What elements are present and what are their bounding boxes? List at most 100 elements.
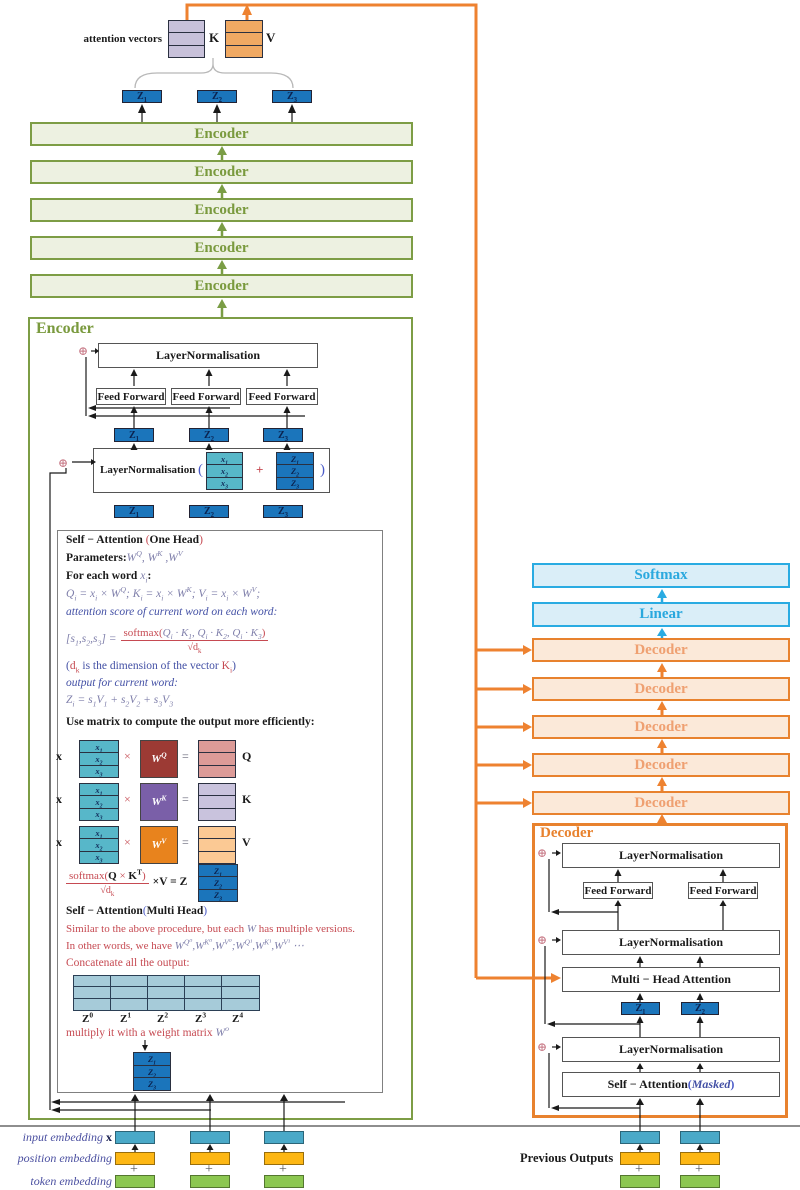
stack-row: x1 [95,741,103,755]
stack-row: x1 [95,827,103,841]
panel-line: In other words, we have WQ⁰,WK⁰,WV⁰;WQ¹,… [66,937,304,952]
x-matrix-stack: x1 x2 x3 [79,783,119,822]
decoder-stack-box-4: Decoder [532,753,790,777]
stack-row: Z2 [199,876,237,891]
k-vector-stack [168,20,205,58]
position-embedding-label: position embedding [17,1151,112,1165]
layernorm-label: LayerNormalisation [100,464,196,476]
table-cell [222,987,259,999]
position-embedding-box [680,1152,720,1165]
token-embedding-label: token embedding [30,1174,112,1188]
plus-sign: + [279,1162,287,1177]
residual-add-icon: ⊕ [58,456,69,470]
plus-sign: + [635,1162,643,1177]
stack-row [169,44,204,57]
token-embedding-box [264,1175,304,1188]
x-row-label: x [56,749,62,763]
wv-matrix: WV [140,826,178,864]
fraction: softmax(Q × KT) √dk [66,868,149,898]
z-result-stack: Z1 Z2 Z3 [198,864,238,903]
decoder-detail-title: Decoder [540,825,594,841]
z-box: Z3 [263,428,303,442]
z-box: Z1 [621,1002,660,1016]
z-box: Z1 [114,505,154,519]
table-cell [111,976,148,988]
stack-row: x2 [80,838,118,853]
table-cell [185,998,222,1010]
panel-line: Parameters:WQ, WK ,WV [66,549,183,564]
wk-matrix: WK [140,783,178,821]
formula-lhs: [s1,s2,s3] = [66,633,117,648]
denominator: √dk [187,641,202,655]
table-cell [148,987,185,999]
z-head-tag: Z1 [120,1010,132,1025]
stack-row [199,838,235,850]
times-sign: × [124,835,131,849]
fraction: softmax(Qi · K1, Qi · K2, Qi · K3) √dk [120,627,269,655]
table-cell [111,987,148,999]
stack-row [199,741,235,752]
concat-output-table [73,975,260,1011]
attention-score-formula: [s1,s2,s3] = softmax(Qi · K1, Qi · K2, Q… [66,622,269,658]
stack-row: x2 [80,795,118,810]
feed-forward-box: Feed Forward [583,882,653,899]
encoder-stack-box-5: Encoder [30,274,413,298]
stack-row [199,807,235,820]
wq-matrix: WQ [140,740,178,778]
z-box: Z1 [114,428,154,442]
panel-line: Zi = s1V1 + s2V2 + s3V3 [66,694,174,709]
z-head-tag: Z3 [195,1010,207,1025]
stack-row: x1 [95,784,103,798]
times-sign: × [124,749,131,763]
decoder-stack-box-2: Decoder [532,677,790,701]
numerator: softmax(Qi · K1, Qi · K2, Qi · K3) [120,627,269,641]
decoder-stack-box-3: Decoder [532,715,790,739]
panel-line: attention score of current word on each … [66,606,278,618]
z-output-box: Z1 [122,90,162,104]
stack-row [199,827,235,838]
stack-row: Z3 [277,476,313,491]
encoder-stack-box-2: Encoder [30,160,413,184]
z-head-tag: Z4 [232,1010,244,1025]
plus-sign: + [695,1162,703,1177]
q-out-label: Q [242,749,252,763]
feed-forward-box: Feed Forward [246,388,318,405]
v-label: V [266,30,276,45]
q-result-stack [198,740,236,778]
token-embedding-box [680,1175,720,1188]
k-result-stack [198,783,236,821]
feed-forward-box: Feed Forward [96,388,166,405]
attention-vectors-label: attention vectors [83,33,162,45]
stack-row: Z1 [213,865,223,879]
position-embedding-box [264,1152,304,1165]
stack-row: Z3 [199,888,237,903]
stack-row [169,32,204,44]
formula-rhs: ×V = Z [152,876,188,889]
stack-row: Z1 [290,453,300,467]
encoder-layernorm-top: LayerNormalisation [98,343,318,368]
stack-row: x3 [80,807,118,822]
open-paren: ( [198,462,203,478]
token-embedding-box [190,1175,230,1188]
panel-line: Similar to the above procedure, but each… [66,923,355,935]
linear-box: Linear [532,602,790,627]
input-embedding-box [264,1131,304,1144]
decoder-stack-box-5: Decoder [532,791,790,815]
panel-line: Use matrix to compute the output more ef… [66,716,315,728]
input-embedding-label: input embedding x [22,1130,112,1144]
denominator: √dk [100,884,115,898]
panel-line: multiply it with a weight matrix Wo [66,1024,229,1039]
softmax-box: Softmax [532,563,790,588]
close-paren: ) [320,462,325,478]
equals-sign: = [182,749,189,763]
panel-line: output for current word: [66,677,178,689]
stack-row: Z2 [134,1064,170,1079]
decoder-layernorm-3: LayerNormalisation [562,1037,780,1062]
stack-row [226,44,262,57]
table-cell [74,976,111,988]
encoder-detail-title: Encoder [36,320,94,337]
stack-row [226,32,262,44]
stack-row [199,795,235,807]
v-out-label: V [242,835,251,849]
z-box: Z3 [263,505,303,519]
